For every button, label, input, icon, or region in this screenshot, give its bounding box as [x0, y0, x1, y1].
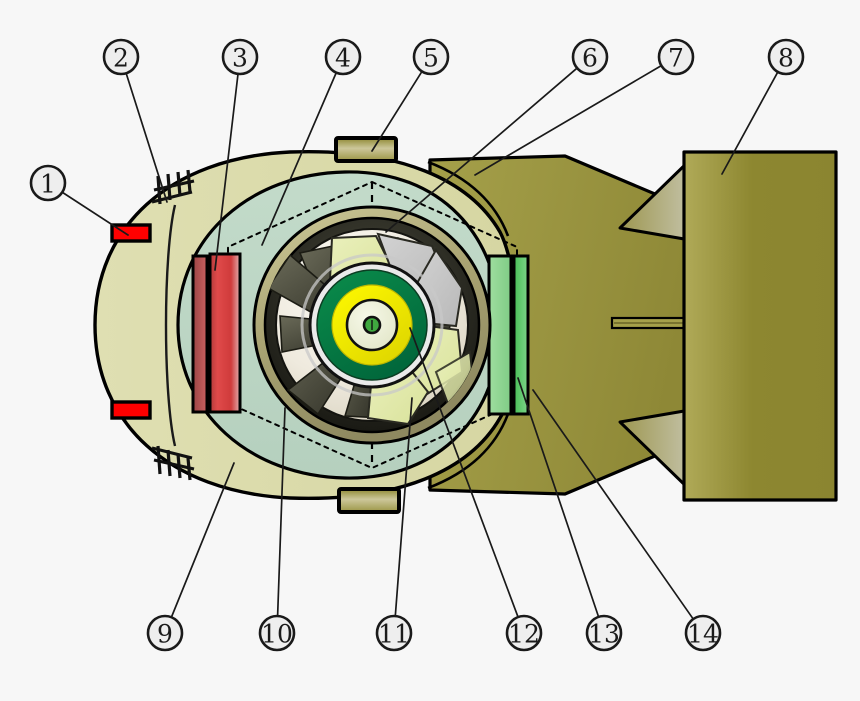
leader-line-11 [394, 397, 413, 617]
nose-seam [164, 204, 177, 447]
callout-circle-10[interactable] [258, 614, 296, 652]
callout-6[interactable]: 6 [571, 38, 609, 76]
callout-12[interactable]: 12 [505, 614, 543, 652]
callout-8[interactable]: 8 [767, 38, 805, 76]
callout-circle-12[interactable] [505, 614, 543, 652]
tail-fin-box [682, 150, 838, 502]
callout-4[interactable]: 4 [324, 38, 362, 76]
callout-leader-lines [61, 64, 779, 620]
internal-frame-hexagon [227, 180, 518, 470]
radar-antenna-top [151, 169, 195, 205]
callout-circle-6[interactable] [571, 38, 609, 76]
detonator-contact-bottom [110, 400, 152, 420]
callout-7[interactable]: 7 [657, 38, 695, 76]
access-port-top[interactable] [334, 136, 398, 163]
callout-circle-11[interactable] [375, 614, 413, 652]
callout-9[interactable]: 9 [146, 614, 184, 652]
leader-line-10 [276, 407, 286, 617]
callout-circle-3[interactable] [221, 38, 259, 76]
callout-5[interactable]: 5 [412, 38, 450, 76]
bomb-assembly [93, 136, 838, 514]
callout-circle-5[interactable] [412, 38, 450, 76]
leader-line-6 [385, 67, 578, 233]
x-unit-firing-plate [191, 252, 242, 414]
callout-circle-7[interactable] [657, 38, 695, 76]
leader-line-14 [532, 389, 695, 620]
radar-antenna-bottom [151, 445, 195, 481]
callout-circle-2[interactable] [102, 38, 140, 76]
callout-10[interactable]: 10 [258, 614, 296, 652]
leader-line-1 [61, 191, 129, 236]
leader-line-2 [125, 72, 168, 203]
callout-1[interactable]: 1 [29, 164, 67, 202]
casing-shoulder-line-bottom [427, 413, 510, 490]
access-port-bottom[interactable] [337, 487, 401, 514]
core-assembly [252, 205, 492, 445]
leader-line-4 [261, 71, 338, 246]
leader-line-13 [517, 377, 600, 618]
leader-line-7 [474, 64, 663, 176]
callout-13[interactable]: 13 [585, 614, 623, 652]
callout-14[interactable]: 14 [684, 614, 722, 652]
leader-line-9 [170, 462, 235, 619]
detonator-contact-top [110, 223, 152, 243]
callout-circle-14[interactable] [684, 614, 722, 652]
callout-circle-8[interactable] [767, 38, 805, 76]
casing-shoulder-line-top [427, 160, 510, 237]
callout-circle-13[interactable] [585, 614, 623, 652]
leader-line-5 [371, 70, 423, 152]
tail-center-strut [610, 316, 696, 330]
battery-pack-plate [487, 254, 530, 416]
leader-line-12 [409, 327, 519, 618]
leader-line-8 [721, 71, 779, 175]
callout-3[interactable]: 3 [221, 38, 259, 76]
callout-circle-1[interactable] [29, 164, 67, 202]
callout-2[interactable]: 2 [102, 38, 140, 76]
leader-line-3 [214, 73, 239, 271]
callout-11[interactable]: 11 [375, 614, 413, 652]
callout-circle-9[interactable] [146, 614, 184, 652]
callout-circle-4[interactable] [324, 38, 362, 76]
